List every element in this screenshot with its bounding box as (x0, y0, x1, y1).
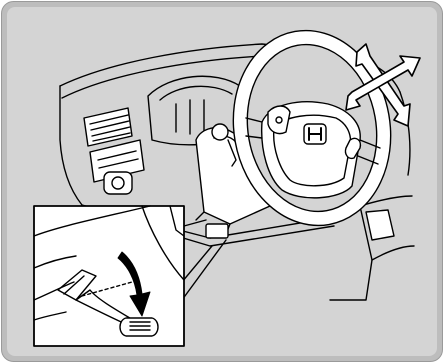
tilt-lever-detail-inset (34, 206, 184, 346)
brand-emblem-icon (304, 124, 326, 144)
